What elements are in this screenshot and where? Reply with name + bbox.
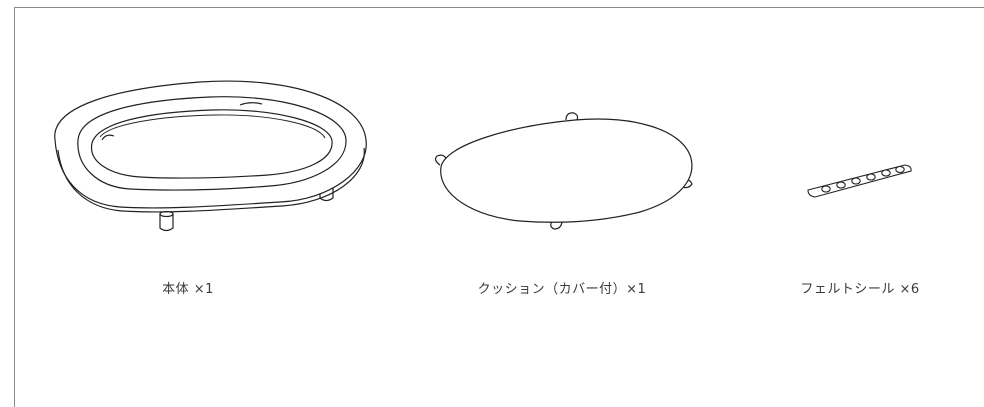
- part-cushion: クッション（カバー付）×1: [434, 112, 693, 297]
- part-label: 本体 ×1: [162, 282, 214, 297]
- content-frame: [14, 7, 984, 407]
- part-label: クッション（カバー付）×1: [477, 282, 647, 297]
- part-label: フェルトシール ×6: [800, 282, 920, 297]
- part-felt-stickers: フェルトシール ×6: [800, 164, 920, 297]
- tray-frame-icon: [54, 80, 367, 232]
- part-main-body: 本体 ×1: [54, 80, 367, 297]
- felt-sticker-sheet-icon: [807, 164, 912, 198]
- cushion-icon: [434, 112, 693, 230]
